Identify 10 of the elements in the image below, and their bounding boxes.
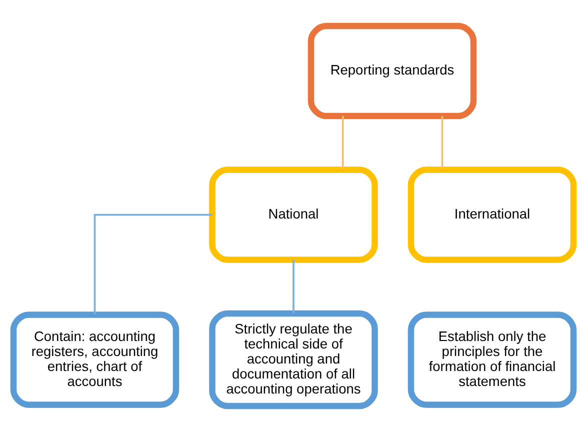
node-box: Strictly regulate the technical side of accounting and documentation of all accounting operations xyxy=(209,310,378,410)
connector xyxy=(342,116,344,170)
node-box: Establish only the principles for the formation of financial statements xyxy=(408,312,577,408)
node-box: Contain: accounting registers, accounting entries, chart of accounts xyxy=(10,312,180,408)
node-box: International xyxy=(408,166,577,263)
connector xyxy=(441,116,444,170)
connector xyxy=(94,214,212,315)
connector xyxy=(292,260,294,314)
node-box: Reporting standards xyxy=(308,22,477,120)
node-box: National xyxy=(209,166,378,263)
